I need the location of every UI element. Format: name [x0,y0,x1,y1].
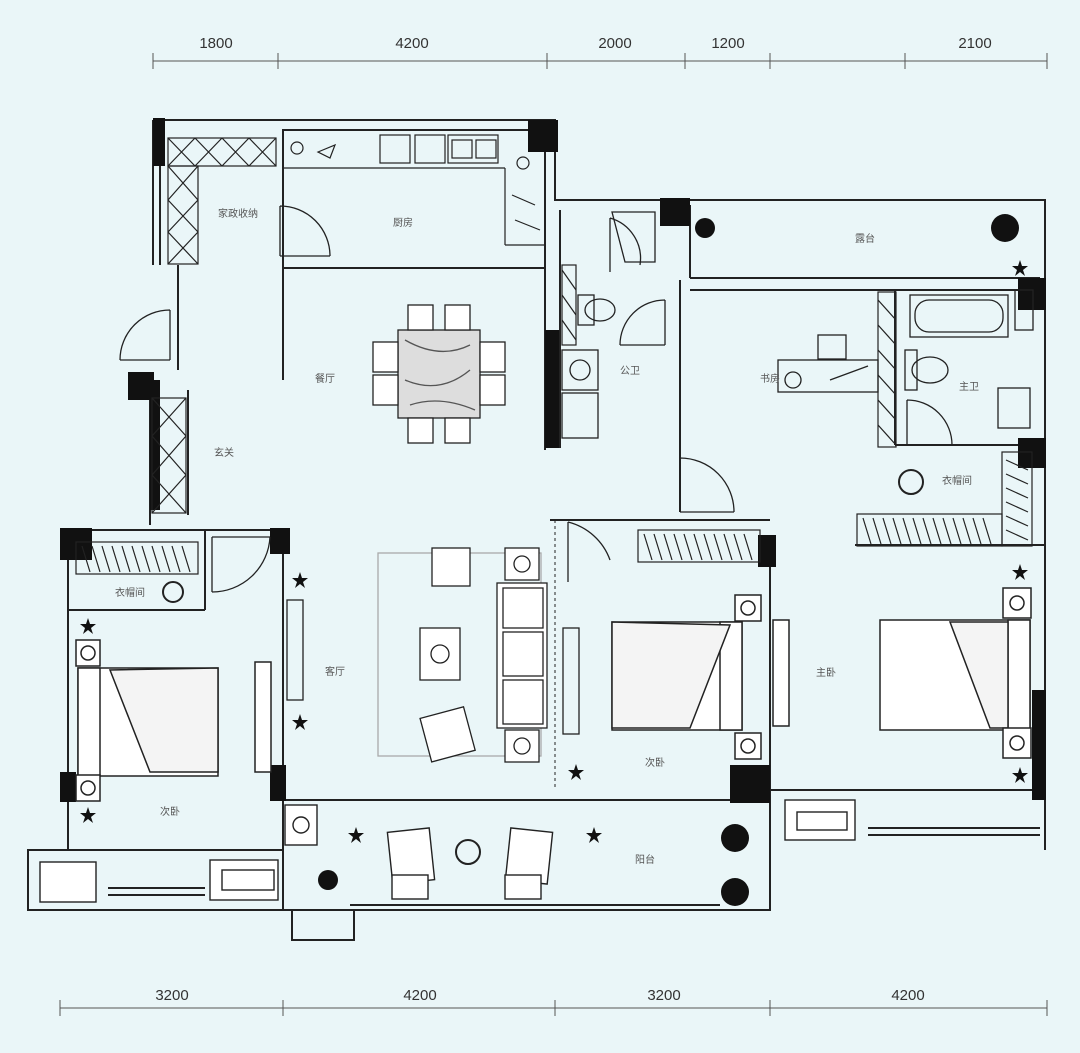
plant-icon [318,870,338,890]
bottom-dim-1: 3200 [155,987,188,1004]
room-label-master-bedroom: 主卧 [816,666,836,679]
kitchen-counter [283,134,545,246]
plant-icon [586,827,602,843]
plant-icon [991,214,1019,242]
plant-icon [695,218,715,238]
plant-icon [1012,564,1028,580]
plant-icon [1012,767,1028,783]
bottom-dimension-line [59,1000,1048,1016]
plant-icon [292,714,308,730]
room-label-terrace: 露台 [855,232,875,245]
room-label-entry: 玄关 [214,446,234,459]
round-stools [162,469,924,865]
room-label-balcony: 阳台 [635,853,655,866]
plant-icon [568,764,584,780]
storage-cabinets [75,137,1033,575]
balcony-furniture [39,799,856,903]
dining-set [372,304,506,444]
bottom-dim-3: 3200 [647,987,680,1004]
room-label-public-bath: 公卫 [620,366,640,377]
wall-columns [60,118,1046,803]
room-label-kitchen: 厨房 [393,216,413,229]
beds [75,587,1032,802]
room-label-bedroom-mid: 次卧 [645,756,665,769]
plant-icon [80,807,96,823]
room-label-master-closet: 衣帽间 [942,474,972,487]
room-label-storage: 家政收纳 [218,207,258,220]
top-dim-4: 1200 [711,35,744,52]
living-furniture [286,547,580,763]
top-dim-3: 2000 [598,35,631,52]
plant-icon [721,878,749,906]
bottom-dim-2: 4200 [403,987,436,1004]
room-label-master-bath: 主卫 [959,381,979,393]
bottom-dim-4: 4200 [891,987,924,1004]
plant-icon [80,618,96,634]
room-label-dining: 餐厅 [315,372,335,385]
room-label-bedroom-left: 次卧 [160,805,180,818]
doors [119,205,953,593]
room-label-study: 书房 [760,372,780,385]
walls [27,119,1046,941]
top-dim-1: 1800 [199,35,232,52]
plant-icon [348,827,364,843]
plant-icon [292,572,308,588]
room-label-living: 客厅 [325,665,345,678]
room-label-left-closet: 衣帽间 [115,586,145,599]
plant-icon [721,824,749,852]
bath-fixtures [561,211,1034,439]
top-dim-2: 4200 [395,35,428,52]
plant-icons [80,214,1028,906]
plant-icon [1012,260,1028,276]
top-dimension-line [152,53,1048,69]
top-dim-5: 2100 [958,35,991,52]
